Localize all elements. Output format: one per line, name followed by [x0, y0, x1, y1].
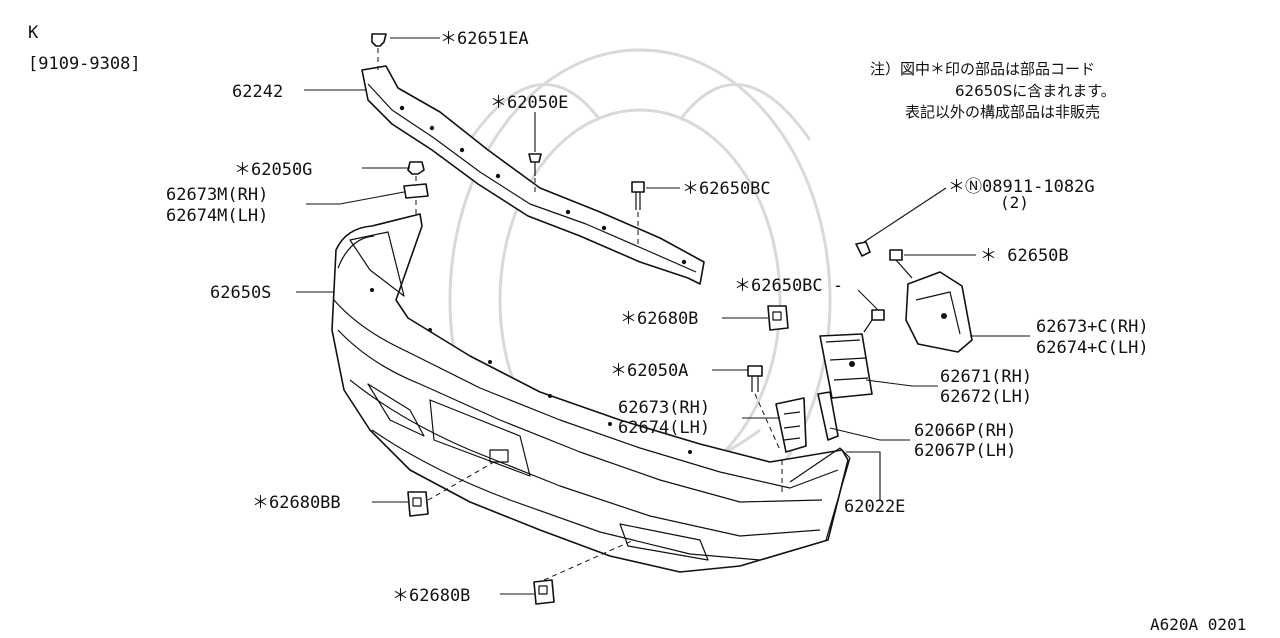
label-62650B: ＊ 62650B	[980, 246, 1069, 266]
bolt-62650BC-mid-part	[863, 309, 885, 333]
leader-lines	[296, 37, 1030, 595]
label-62242: 62242	[232, 82, 283, 102]
side-bracket-62673M-part	[403, 161, 429, 222]
clip-62651EA-part	[371, 33, 387, 70]
label-62680B-mid: ＊62680B	[620, 309, 698, 329]
label-62050G: ＊62050G	[234, 160, 312, 180]
label-62022E: 62022E	[844, 497, 905, 517]
label-62680BB: ＊62680BB	[252, 493, 341, 513]
date-range-label: [9109-9308]	[28, 54, 141, 74]
lower-spoiler-62022E-part	[789, 447, 851, 541]
label-62680B-bottom: ＊62680B	[392, 586, 470, 606]
screw-62050E-part	[528, 153, 542, 196]
clip-62680BB-part	[407, 461, 495, 517]
header: K [9109-9308]	[28, 23, 141, 74]
label-08911: ＊Ⓝ08911-1082G	[948, 177, 1095, 197]
bumper-fascia-part	[331, 213, 849, 573]
label-62674M: 62674M(LH)	[166, 206, 268, 226]
diagram-code-label: A620A 0201	[1150, 615, 1246, 634]
reinforcement-bar-part	[361, 65, 705, 285]
side-bracket-62673-part	[747, 365, 807, 496]
part-labels: ＊62651EA 62242 ＊62050E ＊62050G 62673M(RH…	[166, 29, 1149, 606]
note-block: 注）図中＊印の部品は部品コード 62650Sに含まれます。 表記以外の構成部品は…	[870, 60, 1116, 121]
label-62673C: 62673+C(RH)	[1036, 317, 1149, 337]
bolt-62650BC-top-part	[631, 181, 645, 246]
label-62066P: 62066P(RH)	[914, 421, 1016, 441]
model-code-label: K	[28, 23, 39, 43]
label-62674: 62674(LH)	[618, 418, 710, 438]
label-62650BC-mid: ＊62650BC -	[734, 276, 843, 296]
bracket-62673C-part	[855, 241, 973, 353]
clip-62680B-bottom-part	[533, 539, 635, 605]
note-line-1: 注）図中＊印の部品は部品コード	[870, 60, 1095, 78]
note-line-2: 62650Sに含まれます。	[955, 82, 1116, 100]
note-line-3: 表記以外の構成部品は非販売	[905, 103, 1100, 121]
label-08911-qty: (2)	[1000, 193, 1029, 212]
label-62050E: ＊62050E	[490, 93, 568, 113]
bracket-62671-part	[819, 333, 873, 399]
label-62673M: 62673M(RH)	[166, 185, 268, 205]
label-62672: 62672(LH)	[940, 387, 1032, 407]
label-62650S: 62650S	[210, 283, 271, 303]
label-62650BC-top: ＊62650BC	[682, 179, 771, 199]
clip-62680B-mid-part	[767, 305, 789, 331]
label-62674C: 62674+C(LH)	[1036, 338, 1149, 358]
label-62671: 62671(RH)	[940, 367, 1032, 387]
label-62050A: ＊62050A	[610, 361, 688, 381]
label-62673: 62673(RH)	[618, 398, 710, 418]
label-62067P: 62067P(LH)	[914, 441, 1016, 461]
side-piece-62066P-part	[817, 391, 839, 441]
label-62651EA: ＊62651EA	[440, 29, 529, 49]
